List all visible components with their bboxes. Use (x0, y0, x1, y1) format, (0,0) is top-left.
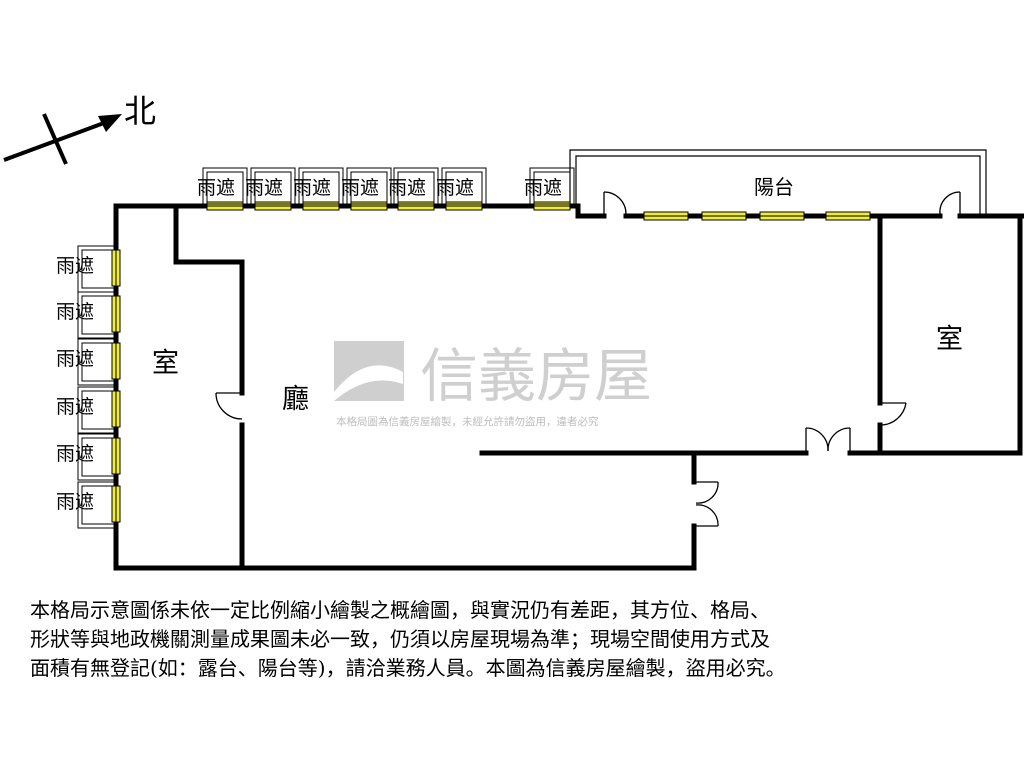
awnings: 雨遮雨遮雨遮雨遮雨遮雨遮雨遮雨遮雨遮雨遮雨遮雨遮雨遮 (56, 167, 575, 529)
awning: 雨遮 (388, 167, 439, 205)
awning: 雨遮 (56, 291, 117, 339)
awning: 雨遮 (56, 386, 117, 434)
awning-label: 雨遮 (56, 348, 94, 370)
awning: 雨遮 (197, 167, 248, 205)
awning-label: 雨遮 (197, 177, 235, 199)
watermark-notice: 本格局圖為信義房屋繪製，未經允許請勿盜用，違者必究 (336, 415, 599, 428)
awning-label: 雨遮 (245, 177, 283, 199)
awning-label: 雨遮 (524, 177, 562, 199)
room-label-right: 室 (936, 324, 963, 355)
awning-label: 雨遮 (341, 177, 379, 199)
north-arrow-icon (3, 113, 122, 165)
awning: 雨遮 (56, 338, 117, 386)
awning: 雨遮 (56, 433, 117, 481)
awning: 雨遮 (524, 167, 575, 205)
floor-plan: 北 信義房屋 本格局圖為信義房屋繪製，未經允許請勿盜用，違者必究 (3, 92, 1024, 571)
doors (215, 191, 961, 527)
awning: 雨遮 (293, 167, 344, 205)
awning-label: 雨遮 (56, 255, 94, 277)
awning-label: 雨遮 (293, 177, 331, 199)
room-label-left: 室 (152, 348, 179, 379)
room-label-balcony: 陽台 (754, 175, 794, 199)
compass-label: 北 (124, 92, 156, 130)
disclaimer-line: 本格局示意圖係未依一定比例縮小繪製之概繪圖，與實況仍有差距，其方位、格局、 (30, 598, 770, 622)
disclaimer-line: 形狀等與地政機關測量成果圖未必一致，仍須以房屋現場為準；現場空間使用方式及 (30, 627, 770, 651)
awning-label: 雨遮 (388, 177, 426, 199)
awning-label: 雨遮 (56, 491, 94, 513)
awning-label: 雨遮 (56, 301, 94, 323)
watermark-logo (334, 341, 404, 401)
awning: 雨遮 (436, 167, 487, 205)
disclaimer-line: 面積有無登記(如：露台、陽台等)，請洽業務人員。本圖為信義房屋繪製，盜用必究。 (30, 656, 786, 680)
watermark-brand: 信義房屋 (420, 342, 652, 410)
disclaimer: 本格局示意圖係未依一定比例縮小繪製之概繪圖，與實況仍有差距，其方位、格局、 形狀… (30, 596, 1010, 683)
awning: 雨遮 (245, 167, 296, 205)
awning-label: 雨遮 (56, 396, 94, 418)
awning: 雨遮 (56, 245, 117, 293)
awning-label: 雨遮 (436, 177, 474, 199)
awning: 雨遮 (341, 167, 392, 205)
room-label-living: 廳 (282, 384, 309, 415)
awning-label: 雨遮 (56, 443, 94, 465)
awning: 雨遮 (56, 481, 117, 529)
